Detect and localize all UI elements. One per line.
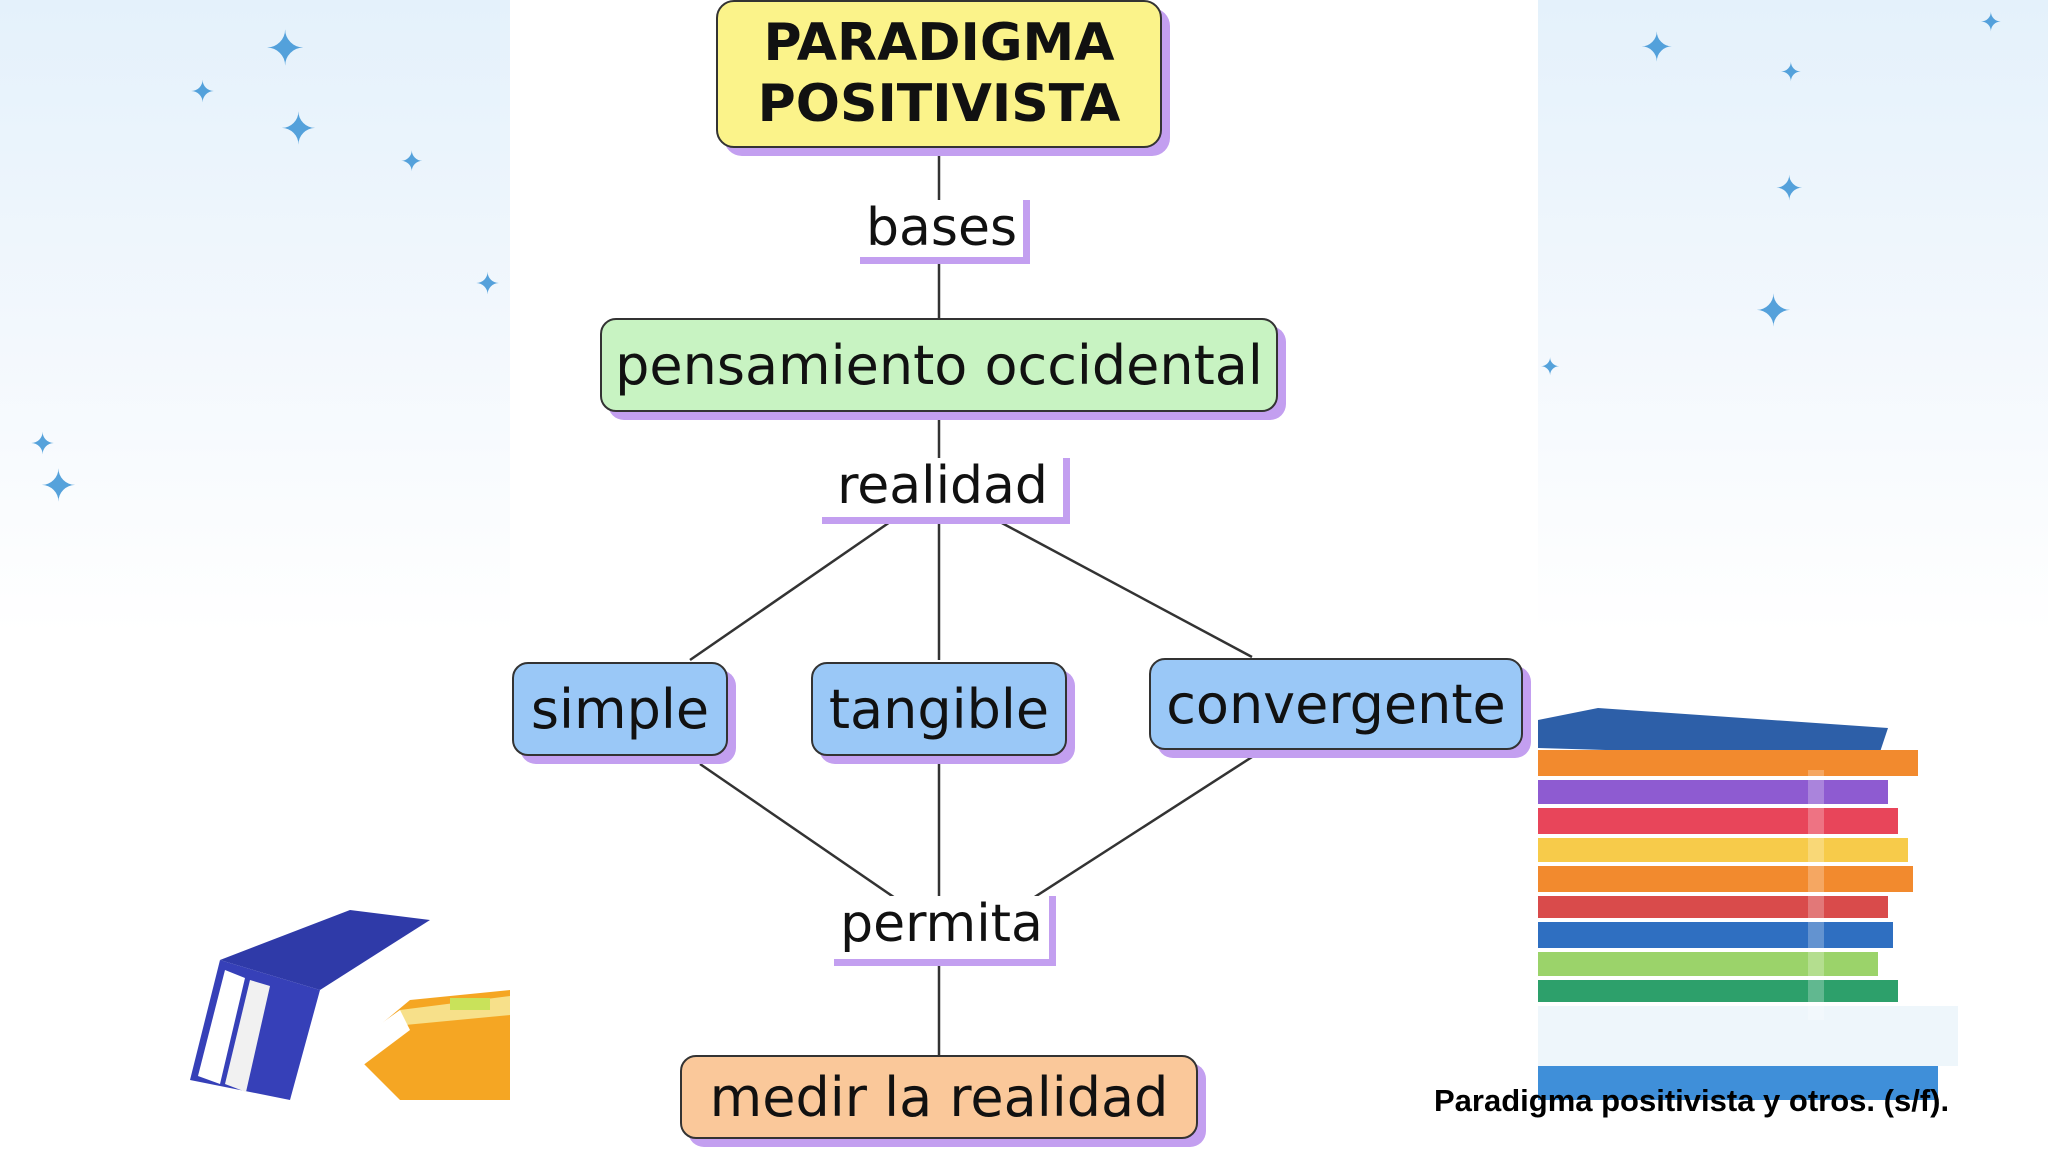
sparkle-icon: ✦ [400,145,424,178]
sparkle-icon: ✦ [1755,286,1792,337]
sparkle-icon: ✦ [1640,25,1674,71]
node-pensamiento-occidental: pensamiento occidental [600,318,1278,412]
books-stack-icon [1538,708,1958,1100]
sparkle-icon: ✦ [1980,8,2002,38]
link-label-permita: permita [834,895,1056,966]
sparkle-icon: ✦ [265,21,306,77]
link-label-bases: bases [860,199,1030,264]
title-line-1: PARADIGMA [763,12,1115,73]
node-medir-la-realidad: medir la realidad [680,1055,1198,1139]
sparkle-icon: ✦ [1540,353,1561,381]
node-simple: simple [512,662,728,756]
open-book-icon [190,910,510,1100]
node-medir-label: medir la realidad [709,1065,1169,1129]
sparkle-icon: ✦ [280,104,317,155]
title-node: PARADIGMA POSITIVISTA [716,0,1162,148]
title-line-2: POSITIVISTA [757,74,1121,134]
sparkle-icon: ✦ [30,427,56,462]
node-pensamiento-label: pensamiento occidental [615,333,1263,397]
node-convergente-label: convergente [1166,672,1506,736]
node-simple-label: simple [530,677,710,741]
node-convergente: convergente [1149,658,1523,750]
link-label-realidad: realidad [822,457,1070,524]
sparkle-icon: ✦ [190,75,216,110]
sparkle-icon: ✦ [1780,58,1802,88]
sparkle-icon: ✦ [40,461,77,512]
sparkle-icon: ✦ [1775,169,1804,209]
node-tangible-label: tangible [828,677,1050,741]
source-caption: Paradigma positivista y otros. (s/f). [1434,1083,1950,1118]
diagram-panel [510,0,1538,1152]
sparkle-icon: ✦ [475,267,501,302]
node-tangible: tangible [811,662,1067,756]
